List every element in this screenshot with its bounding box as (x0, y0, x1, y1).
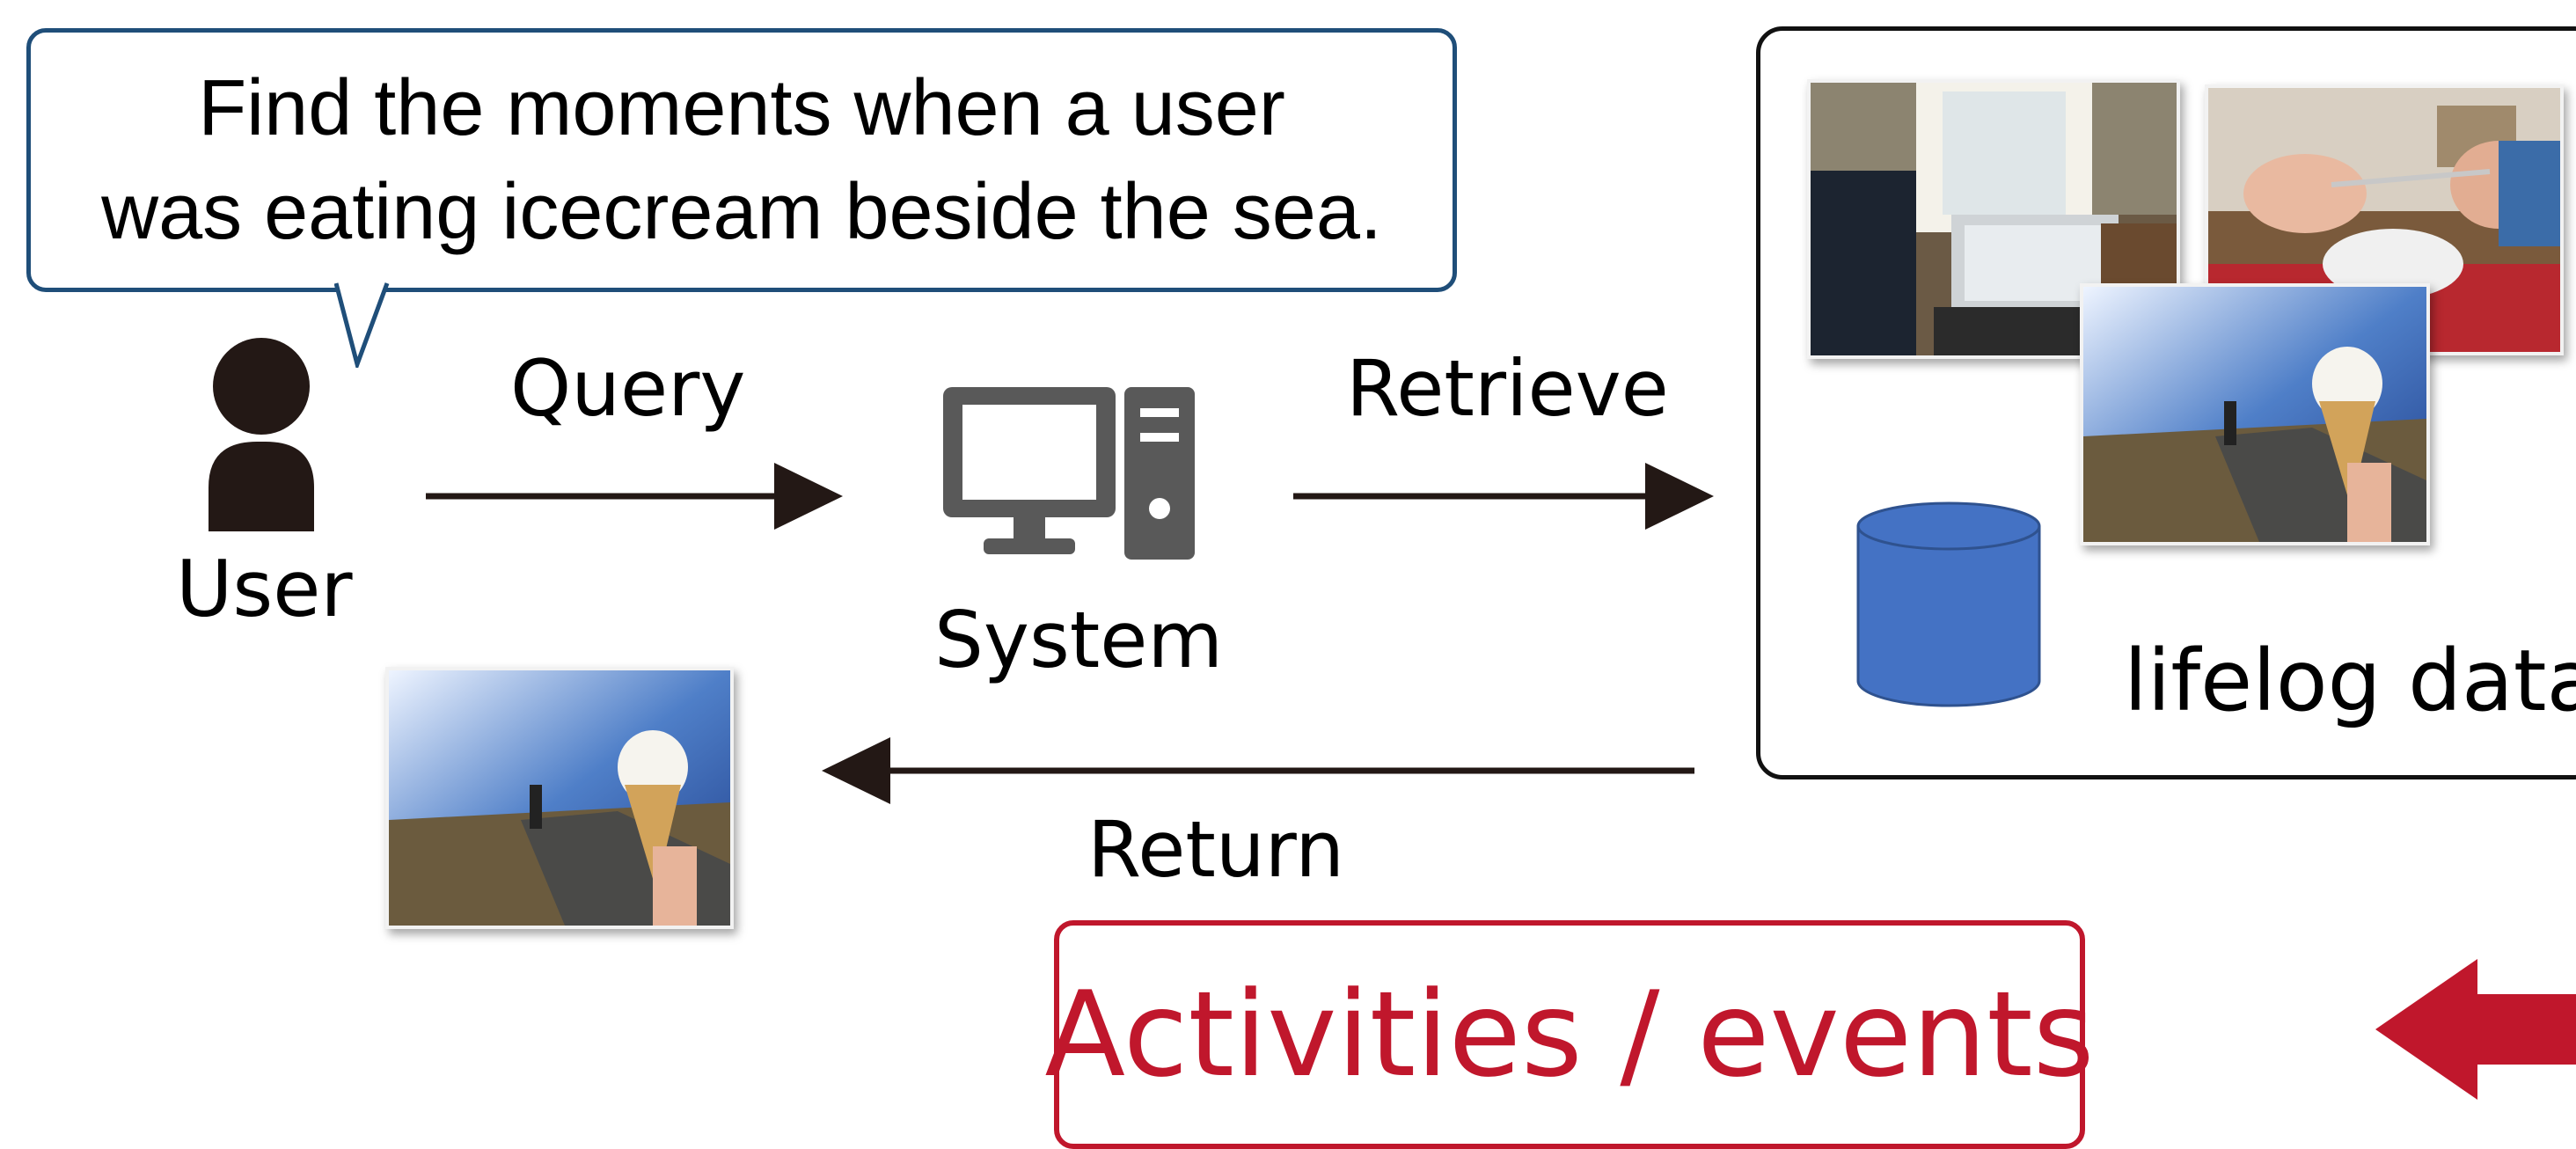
database-cylinder-icon (1856, 501, 2041, 707)
query-text-line-1: Find the moments when a user (198, 64, 1285, 152)
query-speech-bubble: Find the moments when a user was eating … (26, 28, 1457, 292)
lifelog-data-label: lifelog data (2124, 632, 2576, 730)
red-arrow-left (2375, 959, 2576, 1100)
person-icon (209, 338, 314, 531)
retrieve-arrow (1293, 463, 1714, 530)
query-text-line-2: was eating icecream beside the sea. (101, 168, 1382, 256)
retrieve-label: Retrieve (1346, 343, 1669, 434)
desktop-computer-icon (943, 387, 1195, 560)
activities-events-label: Activities / events (1044, 966, 2095, 1103)
bubble-tail (334, 280, 390, 368)
return-label: Return (1087, 804, 1345, 895)
user-label: User (176, 544, 353, 634)
activities-events-box: Activities / events (1044, 920, 2095, 1149)
lifelog-photo-icecream (2080, 283, 2430, 545)
returned-photo-icecream (385, 667, 734, 929)
return-arrow (822, 737, 1694, 804)
query-label: Query (510, 343, 746, 434)
query-arrow (426, 463, 843, 530)
system-label: System (934, 595, 1224, 685)
